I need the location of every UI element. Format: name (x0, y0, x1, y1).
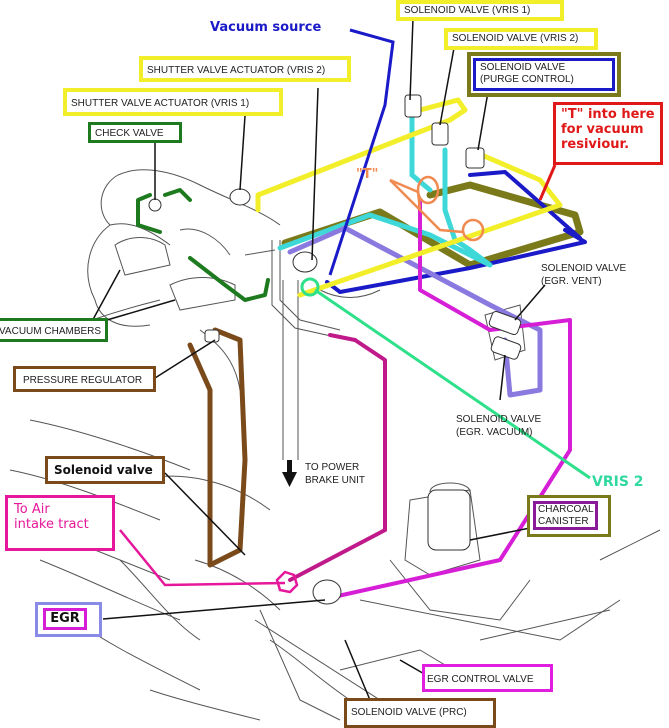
solenoid-purge-label: SOLENOID VALVE (PURGE CONTROL) (467, 52, 621, 97)
solenoid-valve-label: Solenoid valve (45, 456, 165, 484)
vacuum-source-fitting (292, 251, 318, 273)
air-intake-pointer (119, 529, 299, 594)
annotation-line3: resiviour. (561, 137, 630, 152)
down-arrow-icon (282, 460, 297, 487)
egr-control-valve-body (312, 579, 342, 605)
solenoid-egr-vacuum-line2: (EGR. VACUUM) (456, 427, 533, 438)
t-marker-label: "T" (356, 167, 379, 182)
check-valve-body (148, 198, 162, 212)
shutter-vris2-label: SHUTTER VALVE ACTUATOR (VRIS 2) (139, 56, 351, 82)
solenoid-egr-vacuum-label: SOLENOID VALVE (EGR. VACUUM) (456, 413, 541, 439)
vris1-hose (255, 97, 468, 213)
charcoal-canister-label: CHARCOAL CANISTER (527, 495, 611, 537)
solenoid-vris1-body (404, 94, 422, 118)
solenoid-egr-vacuum-line1: SOLENOID VALVE (456, 414, 542, 425)
annotation-line2: for vacuum (561, 122, 644, 137)
vris2-pointer (300, 277, 591, 480)
to-power-brake-label: TO POWER BRAKE UNIT (305, 461, 365, 487)
components (148, 94, 522, 605)
solenoid-egr-vacuum-body (490, 336, 522, 360)
to-power-brake-line1: TO POWER (305, 462, 360, 473)
solenoid-purge-body (465, 147, 485, 169)
solenoid-vris1-label: SOLENOID VALVE (VRIS 1) (396, 0, 564, 21)
air-intake-line2: intake tract (14, 517, 89, 532)
egr-control-valve-label: EGR CONTROL VALVE (422, 664, 553, 692)
solenoid-purge-line1: SOLENOID VALVE (480, 62, 566, 73)
purge-hose-outline (281, 181, 584, 269)
to-power-brake-line2: BRAKE UNIT (305, 475, 366, 486)
air-intake-label: To Air intake tract (5, 495, 115, 551)
t-marker-circle-1 (416, 175, 440, 205)
solenoid-egr-vent-label: SOLENOID VALVE (EGR. VENT) (541, 262, 626, 288)
engine-line-art (9, 169, 661, 721)
t-marker-circle-2 (461, 218, 485, 242)
shutter-actuator-vris1 (229, 188, 251, 206)
egr-vacuum-hose (318, 198, 572, 602)
air-intake-line1: To Air (14, 502, 50, 517)
solenoid-purge-line2: (PURGE CONTROL) (480, 74, 574, 85)
pressure-regulator-body (204, 329, 220, 343)
vacuum-source-pointer (328, 28, 395, 276)
solenoid-egr-vent-line2: (EGR. VENT) (541, 276, 602, 287)
check-valve-hose (136, 193, 270, 302)
pressure-regulator-hose (187, 327, 248, 568)
annotation-line1: "T" into here (561, 107, 655, 122)
charcoal-canister-body (427, 489, 471, 551)
vris2-line-label: VRIS 2 (592, 474, 644, 490)
annotation-pointer (538, 164, 557, 201)
annotation-box: "T" into here for vacuum resiviour. (553, 102, 663, 165)
vris2-hose (277, 147, 493, 268)
t-markers (389, 175, 485, 242)
shutter-vris1-label: SHUTTER VALVE ACTUATOR (VRIS 1) (63, 88, 283, 116)
egr-label-text: EGR (43, 608, 87, 630)
solenoid-egr-vent-line1: SOLENOID VALVE (541, 263, 627, 274)
egr-label: EGR (35, 602, 102, 637)
solenoid-vris2-body (431, 122, 449, 146)
pressure-regulator-label: PRESSURE REGULATOR (13, 366, 156, 392)
solenoid-egr-vent-body (488, 310, 522, 336)
charcoal-canister-line2: CANISTER (538, 516, 589, 527)
vacuum-source-label: Vacuum source (210, 20, 322, 35)
charcoal-canister-line1: CHARCOAL (538, 504, 594, 515)
check-valve-label: CHECK VALVE (88, 122, 182, 143)
vacuum-chambers-label: VACUUM CHAMBERS (0, 318, 108, 342)
solenoid-vris2-label: SOLENOID VALVE (VRIS 2) (444, 28, 598, 50)
